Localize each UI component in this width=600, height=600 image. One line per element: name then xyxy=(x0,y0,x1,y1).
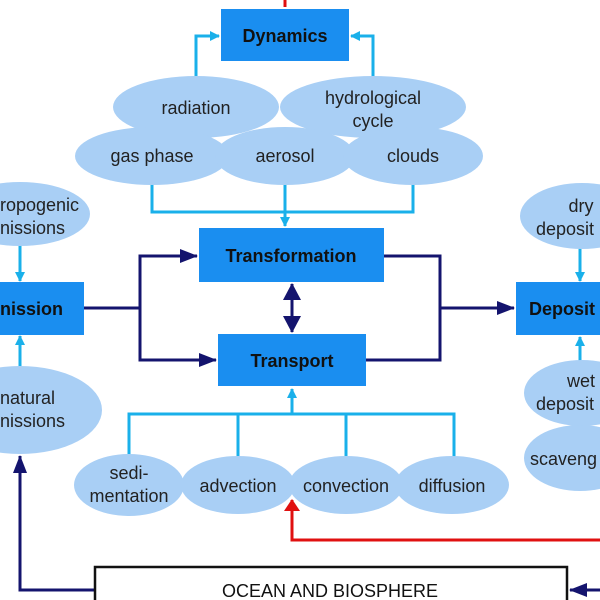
natural-emissions-ellipse: natural nissions xyxy=(0,366,102,454)
convection-ellipse: convection xyxy=(289,456,403,514)
advection-ellipse: advection xyxy=(181,456,295,514)
clouds-ellipse: clouds xyxy=(343,127,483,185)
svg-text:nissions: nissions xyxy=(0,218,65,238)
svg-text:radiation: radiation xyxy=(161,98,230,118)
svg-text:clouds: clouds xyxy=(387,146,439,166)
svg-text:gas phase: gas phase xyxy=(110,146,193,166)
svg-text:nissions: nissions xyxy=(0,411,65,431)
arrow-emission-to-transport xyxy=(138,308,217,367)
svg-text:Transport: Transport xyxy=(250,351,333,371)
svg-text:deposit: deposit xyxy=(536,394,594,414)
svg-text:nission: nission xyxy=(0,299,63,319)
dry-deposition-ellipse: dry deposit xyxy=(520,183,600,249)
bracket-transport-processes xyxy=(127,412,456,460)
arrowhead-down xyxy=(283,316,301,333)
emission-box: nission xyxy=(0,282,84,335)
hydrological-cycle-ellipse: hydrological cycle xyxy=(280,76,466,138)
wet-deposition-ellipse: wet deposit xyxy=(524,360,600,426)
deposition-box: Deposit xyxy=(516,282,600,335)
sedimentation-ellipse: sedi- mentation xyxy=(74,454,184,516)
dynamics-box: Dynamics xyxy=(221,9,349,61)
transport-box: Transport xyxy=(218,334,366,386)
diffusion-ellipse: diffusion xyxy=(395,456,509,514)
scavenging-ellipse: scaveng xyxy=(524,425,600,491)
svg-text:dry: dry xyxy=(568,196,593,216)
svg-text:advection: advection xyxy=(199,476,276,496)
svg-text:diffusion: diffusion xyxy=(419,476,486,496)
svg-text:scaveng: scaveng xyxy=(530,449,597,469)
svg-text:Dynamics: Dynamics xyxy=(242,26,327,46)
gas-phase-ellipse: gas phase xyxy=(75,127,229,185)
svg-text:hydrological: hydrological xyxy=(325,88,421,108)
ocean-biosphere-box: OCEAN AND BIOSPHERE xyxy=(93,565,569,600)
aerosol-ellipse: aerosol xyxy=(215,127,355,185)
arrow-radiation-to-dynamics xyxy=(194,31,220,86)
arrow-hydrological-to-dynamics xyxy=(350,31,375,86)
transformation-box: Transformation xyxy=(199,228,384,282)
svg-text:sedi-: sedi- xyxy=(109,463,148,483)
svg-text:aerosol: aerosol xyxy=(255,146,314,166)
arrow-ocean-to-convection xyxy=(284,499,600,542)
arrowhead-up xyxy=(283,283,301,300)
svg-text:OCEAN AND BIOSPHERE: OCEAN AND BIOSPHERE xyxy=(222,581,438,600)
svg-text:convection: convection xyxy=(303,476,389,496)
arrow-emission-to-transformation xyxy=(138,249,198,308)
svg-text:deposit: deposit xyxy=(536,219,594,239)
svg-text:wet: wet xyxy=(566,371,595,391)
anthropogenic-emissions-ellipse: ropogenic nissions xyxy=(0,182,90,246)
svg-text:cycle: cycle xyxy=(352,111,393,131)
radiation-ellipse: radiation xyxy=(113,76,279,138)
svg-text:mentation: mentation xyxy=(89,486,168,506)
arrow-ocean-to-natural xyxy=(13,455,94,592)
bracket-chemistry xyxy=(150,183,415,214)
svg-text:Transformation: Transformation xyxy=(225,246,356,266)
svg-text:Deposit: Deposit xyxy=(529,299,595,319)
svg-text:natural: natural xyxy=(0,388,55,408)
svg-text:ropogenic: ropogenic xyxy=(0,195,79,215)
